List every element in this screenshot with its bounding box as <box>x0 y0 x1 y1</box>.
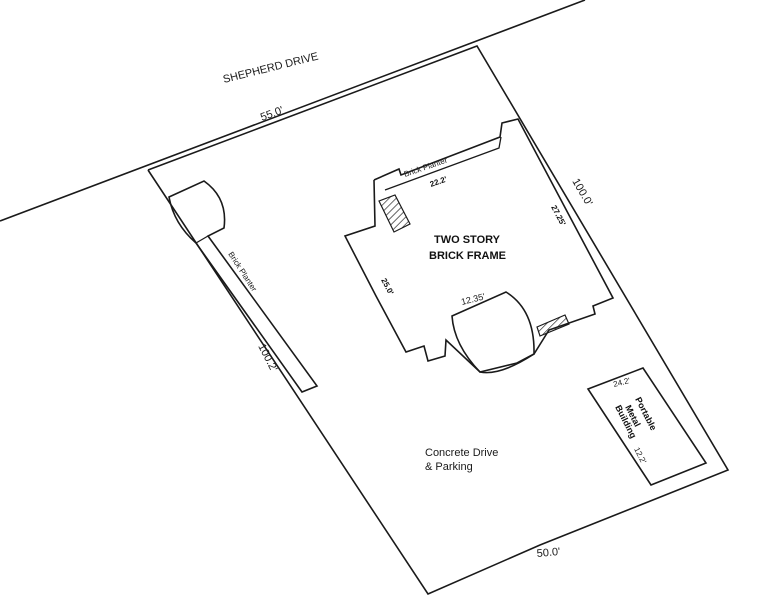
left-side-dim: 100.2' <box>255 342 279 374</box>
chimney-bottom <box>536 314 570 337</box>
house-left-dim: 25.0' <box>379 277 395 297</box>
street-line <box>0 0 586 222</box>
house-bottom-dim: 12.35' <box>460 291 486 307</box>
left-brick-planter <box>168 180 319 393</box>
house-front-bay <box>451 291 535 374</box>
drive-label-line1: Concrete Drive <box>425 447 498 459</box>
street-name: SHEPHERD DRIVE <box>222 51 320 86</box>
left-planter-label: Brick Planter <box>226 250 258 293</box>
rear-dim: 50.0' <box>536 546 560 560</box>
house-top-planter <box>384 136 502 191</box>
drive-label-line2: & Parking <box>425 461 473 473</box>
house-title-line2: BRICK FRAME <box>429 250 506 262</box>
left-planter-inner <box>195 235 209 244</box>
lot-boundary <box>147 45 730 596</box>
house-title-line1: TWO STORY <box>434 234 501 246</box>
chimney-top <box>378 194 411 233</box>
right-side-dim: 100.0' <box>569 177 594 209</box>
front-frontage-dim: 55.0' <box>259 104 285 123</box>
portable-building-outline <box>586 367 708 486</box>
house-top-dim: 22.2' <box>429 175 449 189</box>
portable-top-dim: 24.2' <box>612 376 631 389</box>
portable-side-dim: 12.2' <box>632 446 648 466</box>
